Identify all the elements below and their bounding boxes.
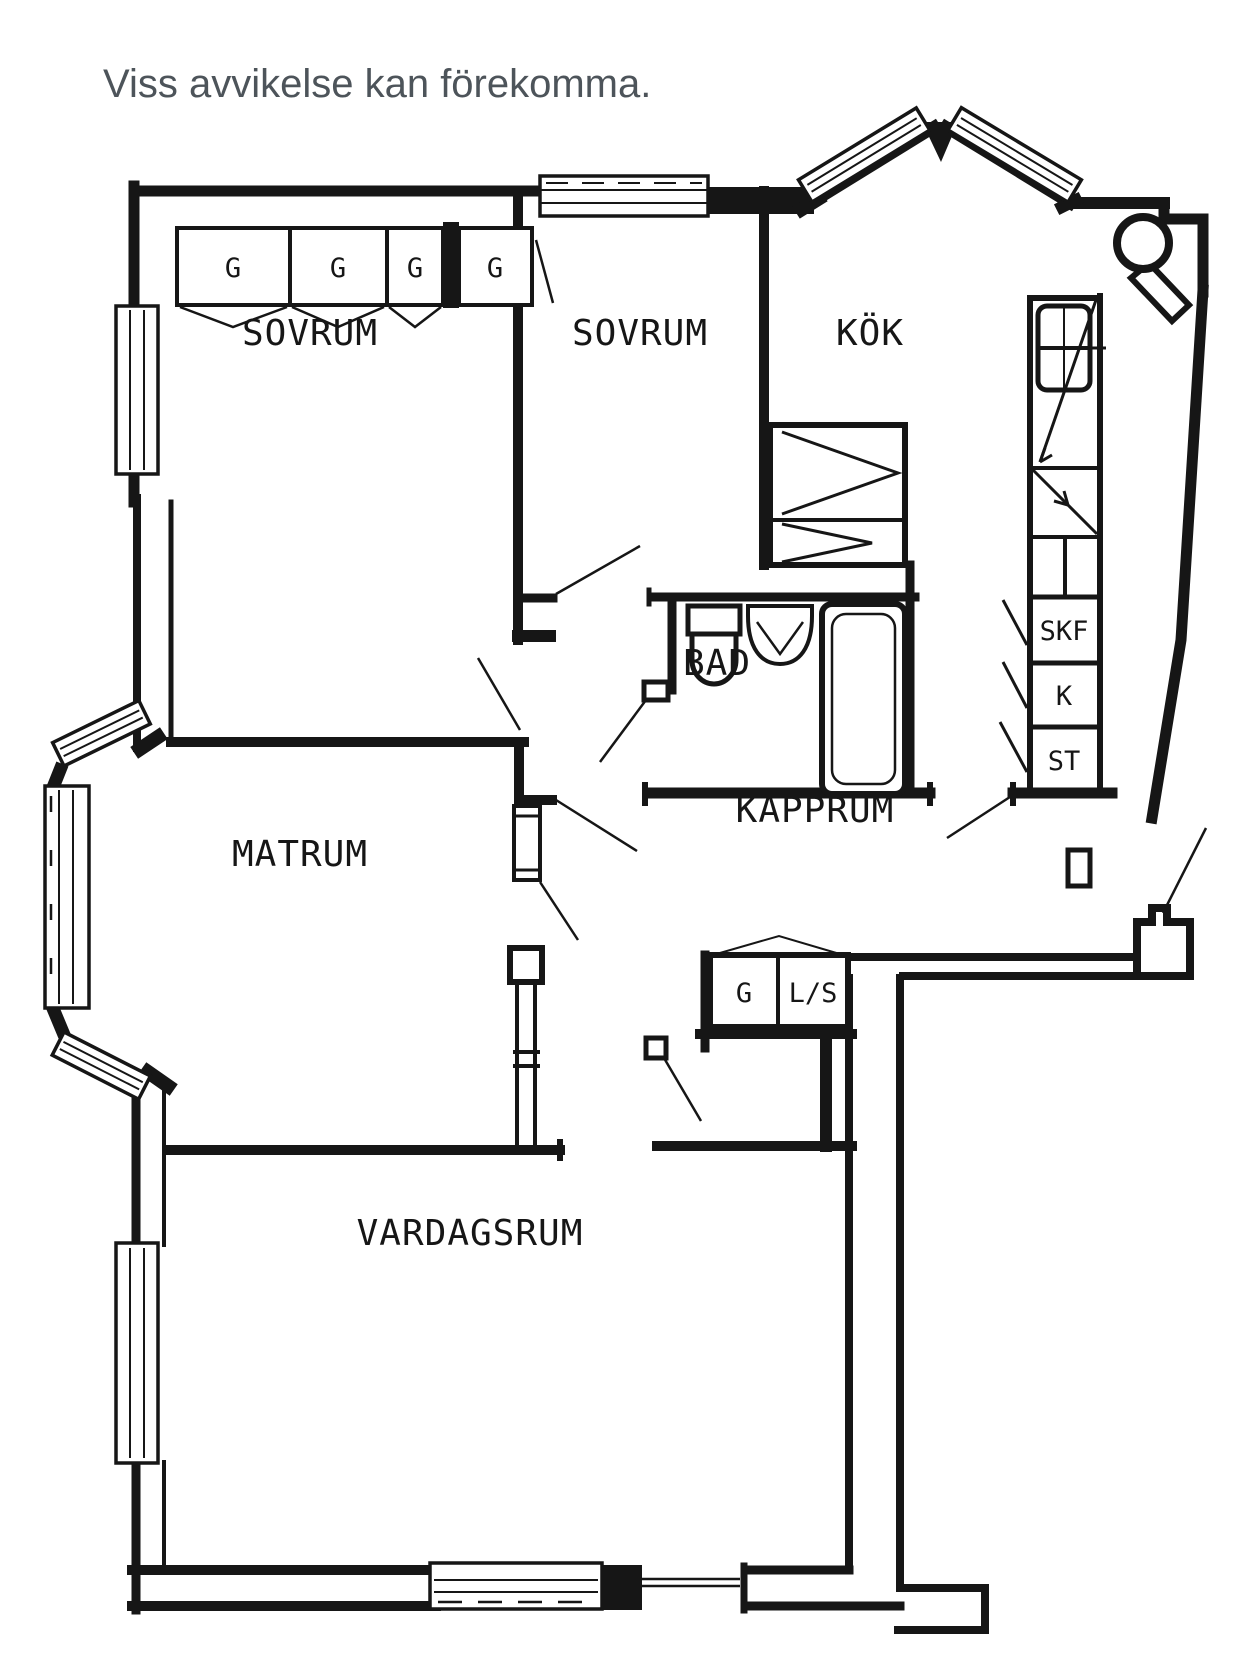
balcony-door-threshold bbox=[642, 1577, 740, 1588]
bathtub bbox=[819, 601, 908, 797]
corner-column bbox=[1113, 213, 1194, 326]
room-label-vardagsrum: VARDAGSRUM bbox=[357, 1213, 584, 1254]
windows bbox=[43, 105, 1084, 1611]
window-kitchen-bay-left bbox=[796, 105, 933, 205]
wardrobe-boxes bbox=[175, 222, 534, 329]
kitchen-sink bbox=[1035, 303, 1106, 393]
room-label-sovrum-middle: SOVRUM bbox=[572, 313, 708, 354]
room-label-sovrum-left: SOVRUM bbox=[242, 313, 378, 354]
kitchen-counter-marks bbox=[998, 299, 1099, 773]
window-kitchen-bay-right bbox=[945, 105, 1084, 205]
disclaimer-title: Viss avvikelse kan förekomma. bbox=[103, 62, 651, 106]
wardrobe-label-2: G bbox=[330, 253, 346, 284]
bathroom-sink bbox=[746, 604, 814, 667]
window-top-bedroom bbox=[538, 174, 710, 218]
window-vardagsrum-left bbox=[114, 1241, 160, 1465]
window-vardagsrum-bottom bbox=[428, 1561, 604, 1611]
wardrobe-label-3: G bbox=[407, 253, 423, 284]
room-label-matrum: MATRUM bbox=[232, 834, 368, 875]
kitchen-cabinet-label-skf: SKF bbox=[1040, 616, 1089, 647]
door-swings bbox=[476, 239, 1208, 1122]
window-matrum-bay-bottom bbox=[49, 1029, 153, 1102]
wardrobe-label-4: G bbox=[487, 253, 503, 284]
entrance-door-leaf bbox=[1065, 847, 1093, 889]
window-bedroom-left bbox=[114, 304, 160, 476]
room-label-kapprum: KAPPRUM bbox=[736, 790, 895, 831]
hall-closet bbox=[767, 422, 908, 568]
door-jambs bbox=[641, 679, 671, 1061]
kitchen-cabinet-label-st: ST bbox=[1048, 746, 1081, 777]
hall-unit-label-g: G bbox=[736, 978, 752, 1009]
interior-walls bbox=[162, 186, 1103, 1161]
wardrobe-label-1: G bbox=[225, 253, 241, 284]
hall-cabinet-units bbox=[705, 934, 851, 1030]
fixtures bbox=[175, 213, 1194, 1146]
matrum-partition bbox=[507, 804, 545, 1146]
room-label-kok: KÖK bbox=[836, 312, 904, 354]
toilet bbox=[685, 603, 743, 687]
labels: Viss avvikelse kan förekomma. SOVRUM SOV… bbox=[103, 62, 1088, 1254]
room-label-bad: BAD bbox=[683, 643, 751, 684]
window-matrum-bay-middle bbox=[43, 784, 91, 1010]
kitchen-cabinet-label-k: K bbox=[1056, 681, 1073, 712]
window-matrum-bay-top bbox=[50, 698, 153, 769]
hall-unit-label-ls: L/S bbox=[789, 978, 838, 1009]
